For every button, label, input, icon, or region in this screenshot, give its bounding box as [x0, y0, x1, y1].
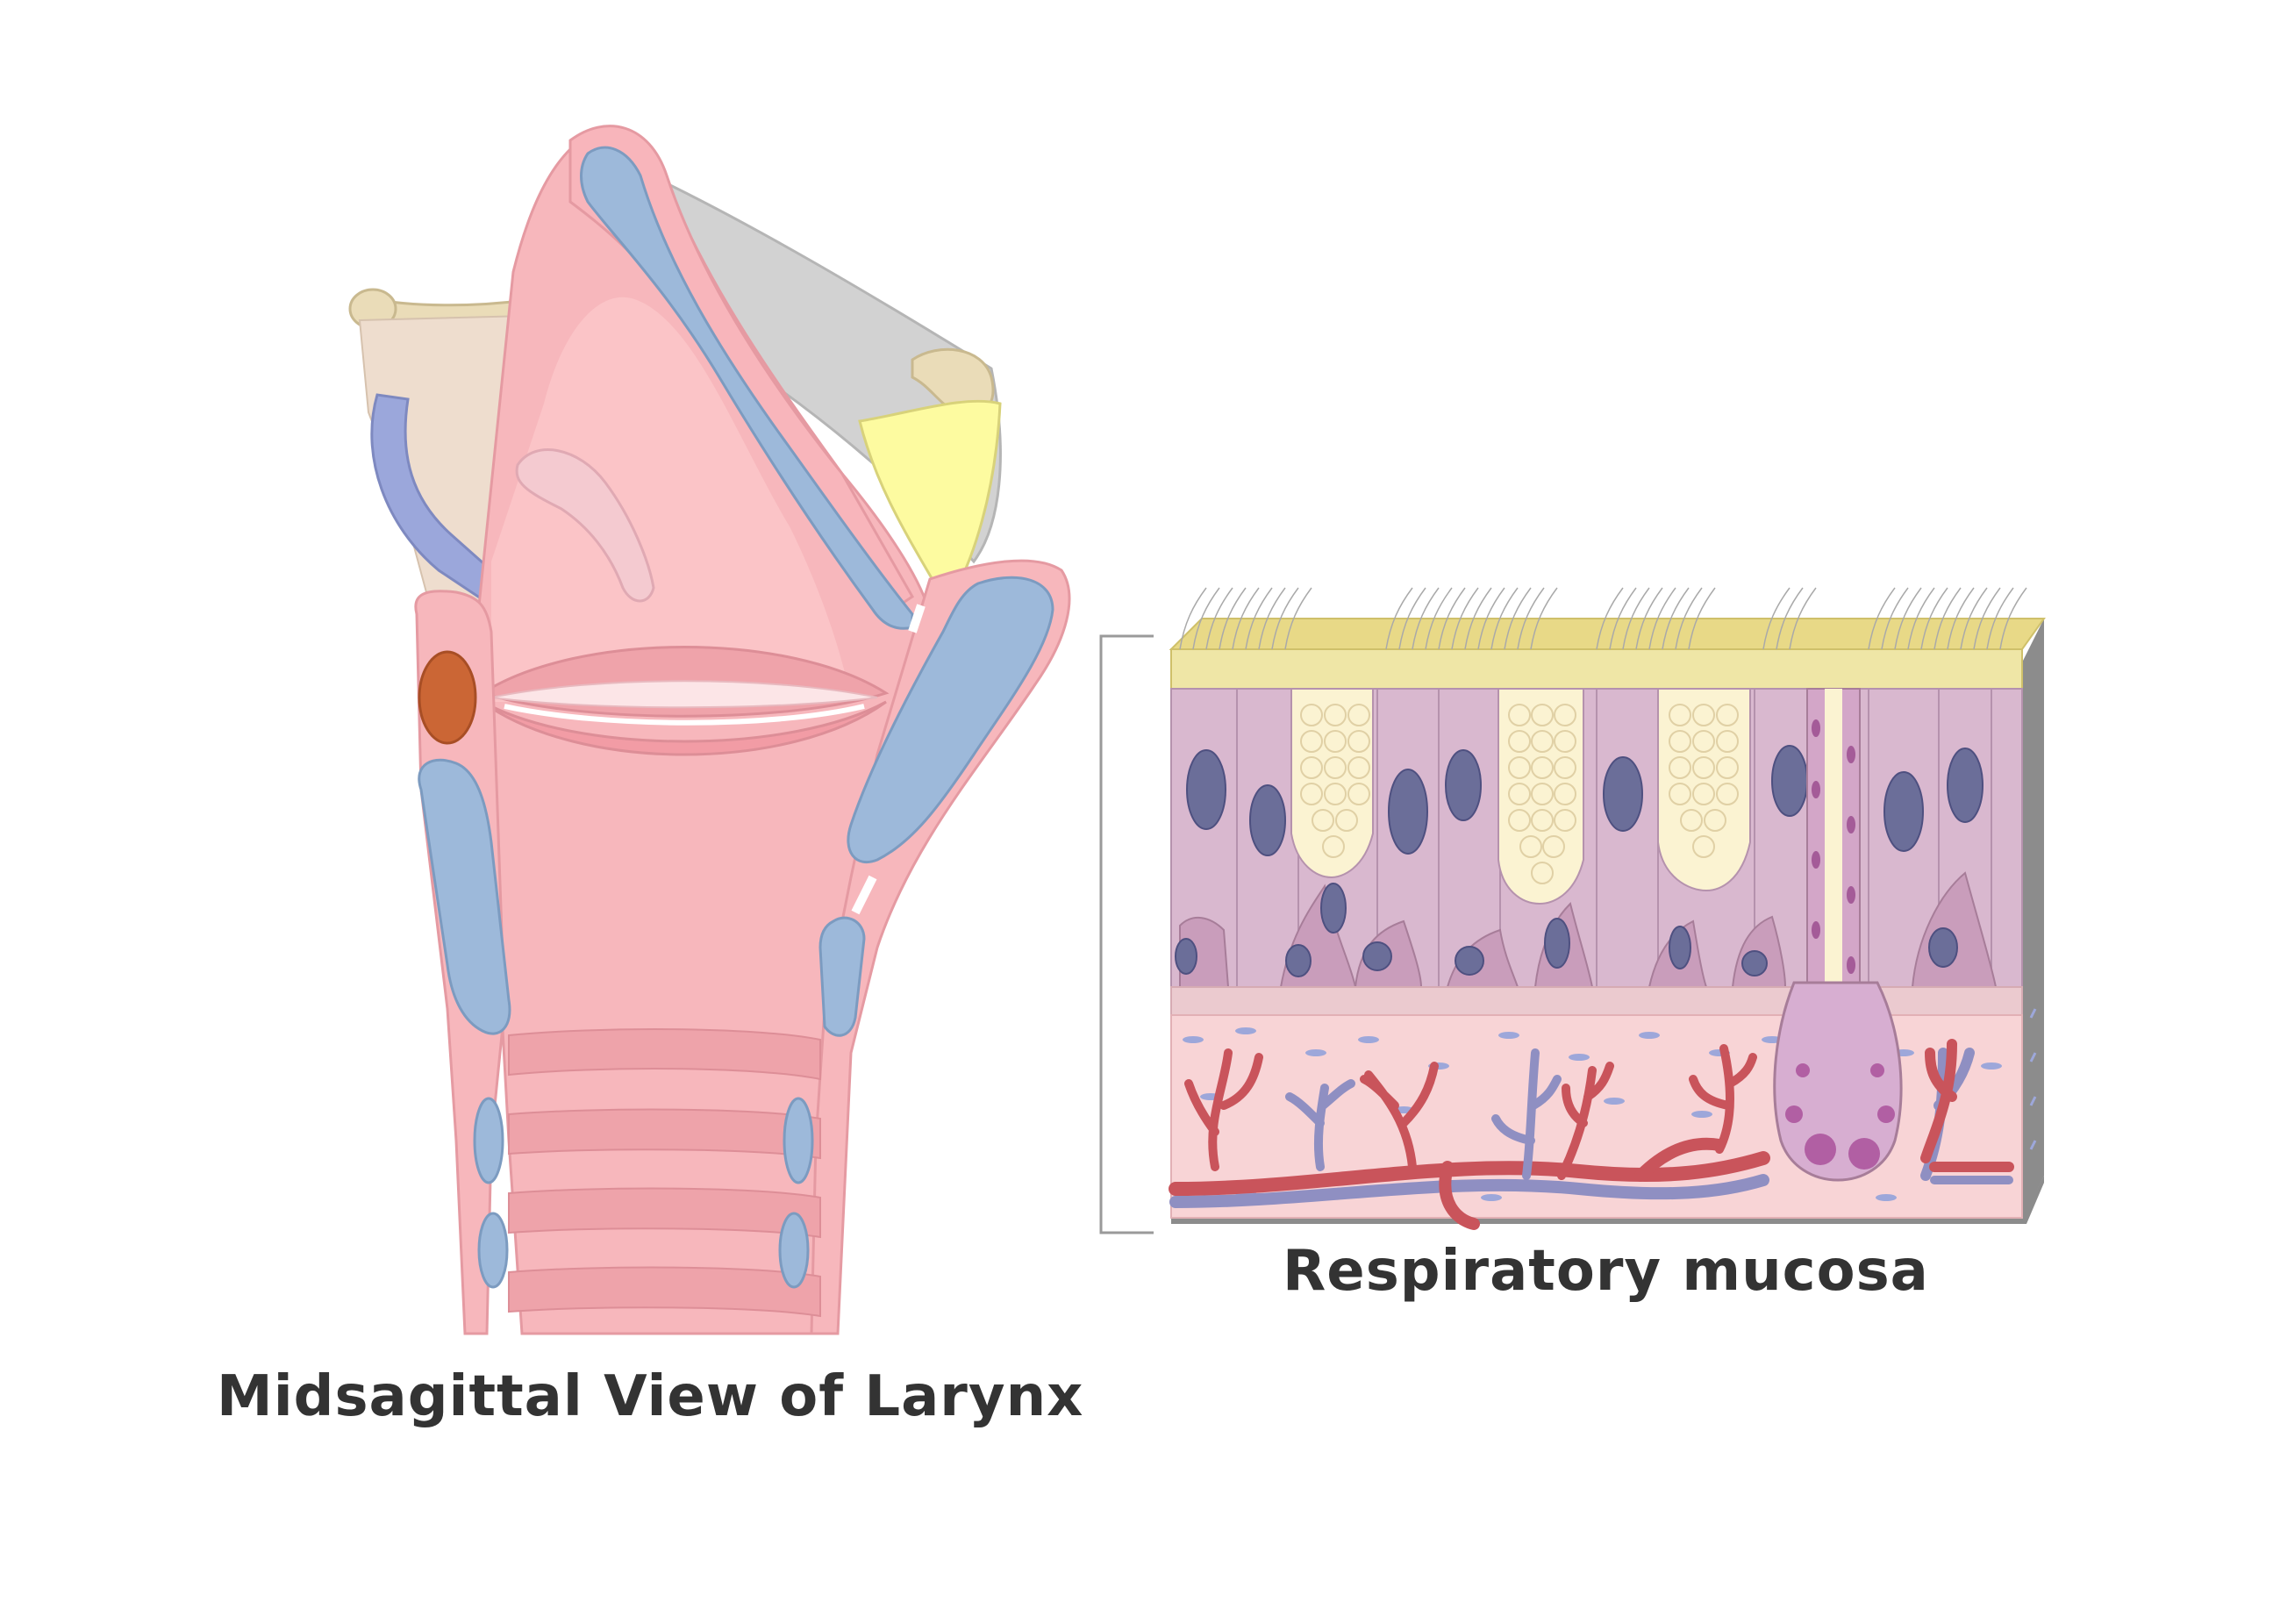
capillary-artery: [1689, 1044, 1757, 1154]
epiglottic-cartilage: [580, 146, 914, 630]
cilia-layer: [1170, 648, 2023, 690]
tracheal-cartilage: [477, 1212, 509, 1289]
tracheal-cartilage: [778, 1212, 810, 1289]
tracheal-ring: [508, 1266, 821, 1318]
capillary-artery: [1184, 1048, 1263, 1171]
seromucous-gland: [1773, 981, 1903, 1182]
tracheal-ring: [508, 1108, 821, 1160]
tracheal-cartilage: [473, 1097, 504, 1184]
capillary-vein: [1491, 1048, 1562, 1180]
thyroid-prominence: [418, 650, 477, 745]
vocal-fold-edge: [504, 704, 865, 726]
zoom-bracket: [1099, 634, 1154, 1234]
larynx-caption: Midsagittal View of Larynx: [217, 1364, 1084, 1429]
goblet-cell: [1497, 688, 1584, 905]
blood-vessels: [1169, 1039, 2014, 1230]
cricoid-cartilage: [818, 916, 866, 1037]
capillary-artery: [1557, 1062, 1614, 1180]
tracheal-ring: [508, 1187, 821, 1239]
gland-duct-lumen: [1825, 689, 1842, 1035]
gland-cell-nuclei: [1785, 1063, 1895, 1170]
vestibule: [491, 297, 851, 702]
larynx-diagram: [348, 125, 1071, 1335]
right-artery: [1920, 1039, 2014, 1172]
goblet-cells: [1290, 688, 1751, 905]
capillary-artery: [1360, 1062, 1439, 1171]
vocal-fold: [482, 700, 887, 756]
posterior-gap: [851, 604, 926, 915]
goblet-cell: [1657, 688, 1751, 892]
aryepiglottic-fold: [515, 448, 655, 603]
capillary-vein: [1285, 1079, 1355, 1171]
basement-membrane: [1170, 986, 2023, 1016]
cilia-surface-top: [1169, 618, 2046, 650]
artery-branch: [1439, 1137, 1726, 1230]
arytenoid-cartilage: [847, 576, 1054, 864]
block-bottom-shadow: [1171, 1176, 2044, 1224]
thyroid-cartilage: [418, 758, 511, 1035]
block-side-marks: [2029, 1008, 2037, 1150]
nuclei: [1175, 745, 1984, 977]
ventricle: [490, 680, 878, 709]
tracheal-cartilage: [783, 1097, 814, 1184]
mucosa-caption: Respiratory mucosa: [1283, 1239, 1929, 1304]
main-artery: [1169, 1151, 1770, 1196]
main-vein: [1169, 1174, 1769, 1208]
cilia: [1179, 587, 2027, 650]
pre-epiglottic-fat: [858, 399, 1002, 608]
mucin-granules: [1300, 704, 1739, 884]
mucosa-diagram: [1099, 587, 2046, 1234]
trachea: [508, 1028, 821, 1318]
duct-cell-nuclei: [1812, 719, 1855, 974]
tracheal-ring: [508, 1028, 821, 1081]
block-side: [2022, 619, 2044, 1220]
